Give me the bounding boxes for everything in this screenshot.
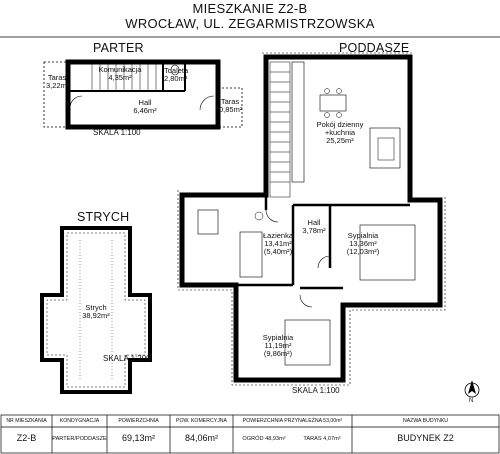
table-header-komercyjna: POW. KOMERCYJNA: [175, 418, 228, 424]
table-header-kondygnacja: KONDYGNACJA: [59, 418, 100, 424]
address: WROCŁAW, UL. ZEGARMISTRZOWSKA: [125, 16, 375, 31]
info-table-grid: [0, 414, 500, 454]
scale-poddasze: SKALA 1:100: [292, 386, 340, 395]
section-parter: PARTER: [93, 41, 144, 55]
table-header-powierzchnia: POWIERZCHNIA: [118, 418, 159, 424]
table-value-nr: Z2-B: [16, 433, 37, 443]
section-poddasze: PODDASZE: [339, 41, 410, 55]
parter-plan: [43, 59, 243, 130]
scale-strych: SKALA 1:200: [103, 354, 151, 363]
table-value-powierzchnia: 69,13m²: [121, 433, 156, 443]
section-strych: STRYCH: [77, 210, 130, 224]
strych-plan: [40, 226, 152, 394]
table-header-budynek: NAZWA BUDYNKU: [402, 418, 449, 424]
table-header-nr: NR MIESZKANIA: [6, 418, 47, 424]
compass-icon: [464, 380, 480, 398]
page-title: MIESZKANIE Z2-B: [192, 1, 308, 16]
table-value-ogrod: OGRÓD 48,93m²: [242, 436, 286, 442]
table-value-budynek: BUDYNEK Z2: [397, 433, 454, 443]
poddasze-plan: [177, 52, 446, 386]
compass-label: N: [469, 398, 474, 404]
table-value-komercyjna: 84,06m²: [184, 433, 219, 443]
table-header-przynalezna: POWIERZCHNIA PRZYNALEŻNA 53,00m²: [242, 418, 343, 424]
table-value-kondygnacja: PARTER/PODDASZE: [52, 436, 107, 442]
scale-parter: SKALA 1:100: [93, 128, 141, 137]
table-value-taras: TARAS 4,07m²: [303, 436, 341, 442]
